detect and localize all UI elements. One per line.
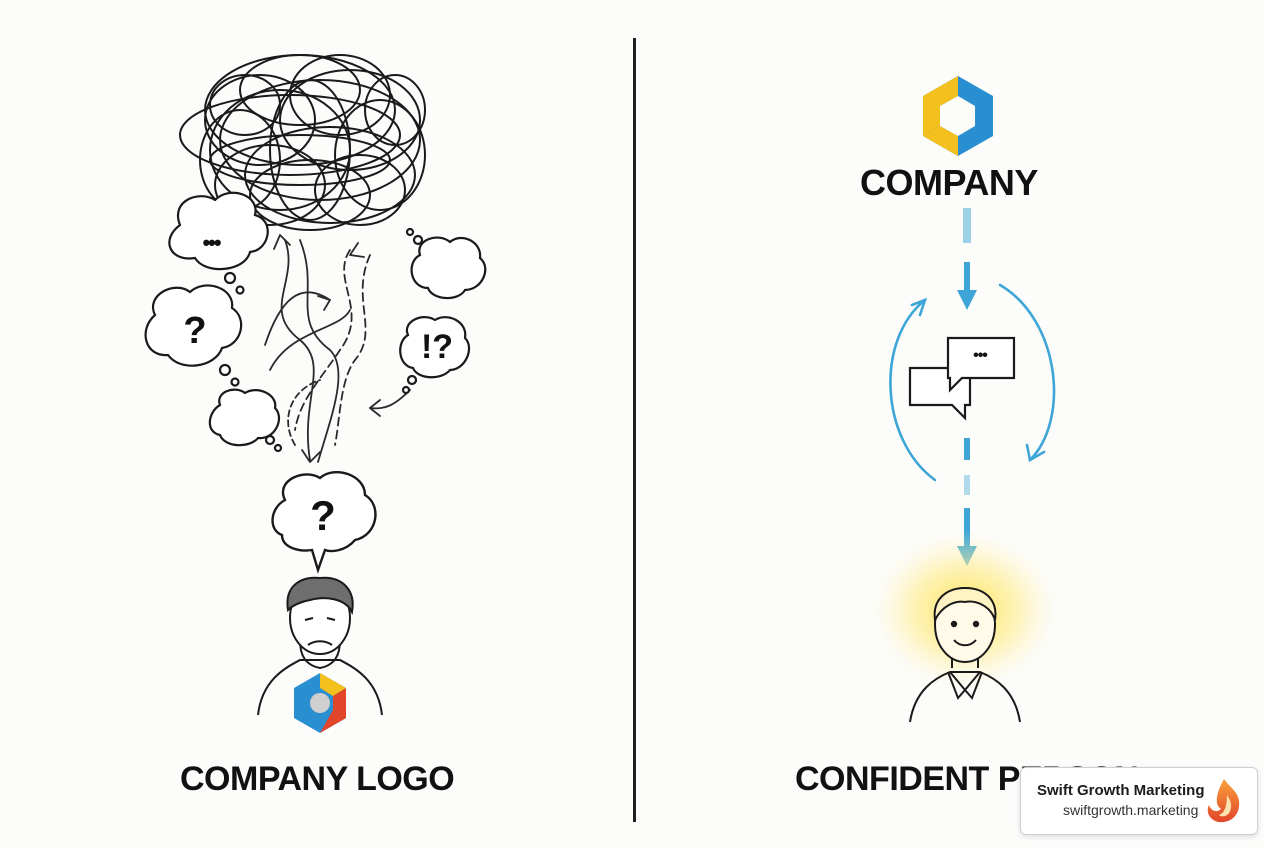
left-caption: COMPANY LOGO bbox=[180, 760, 454, 799]
confusion-arrows bbox=[265, 235, 410, 462]
badge-url[interactable]: swiftgrowth.marketing bbox=[1063, 802, 1198, 818]
badge-brand-name: Swift Growth Marketing bbox=[1037, 782, 1205, 799]
thought-bubble-empty-left bbox=[210, 390, 281, 451]
interrobang-text: !? bbox=[412, 330, 462, 364]
company-logo-icon bbox=[923, 76, 993, 156]
thought-bubble-empty-right bbox=[407, 229, 485, 298]
flame-logo-icon bbox=[1201, 777, 1247, 825]
center-divider bbox=[633, 38, 636, 822]
main-question-text: ? bbox=[298, 495, 348, 537]
question-mark-text: ? bbox=[170, 312, 220, 350]
brand-badge[interactable]: Swift Growth Marketing swiftgrowth.marke… bbox=[1020, 767, 1258, 835]
ellipsis-text: ••• bbox=[186, 232, 236, 254]
shirt-company-logo bbox=[294, 673, 346, 733]
company-label: COMPANY bbox=[860, 162, 1038, 204]
chat-ellipsis-text: ••• bbox=[955, 348, 1005, 364]
